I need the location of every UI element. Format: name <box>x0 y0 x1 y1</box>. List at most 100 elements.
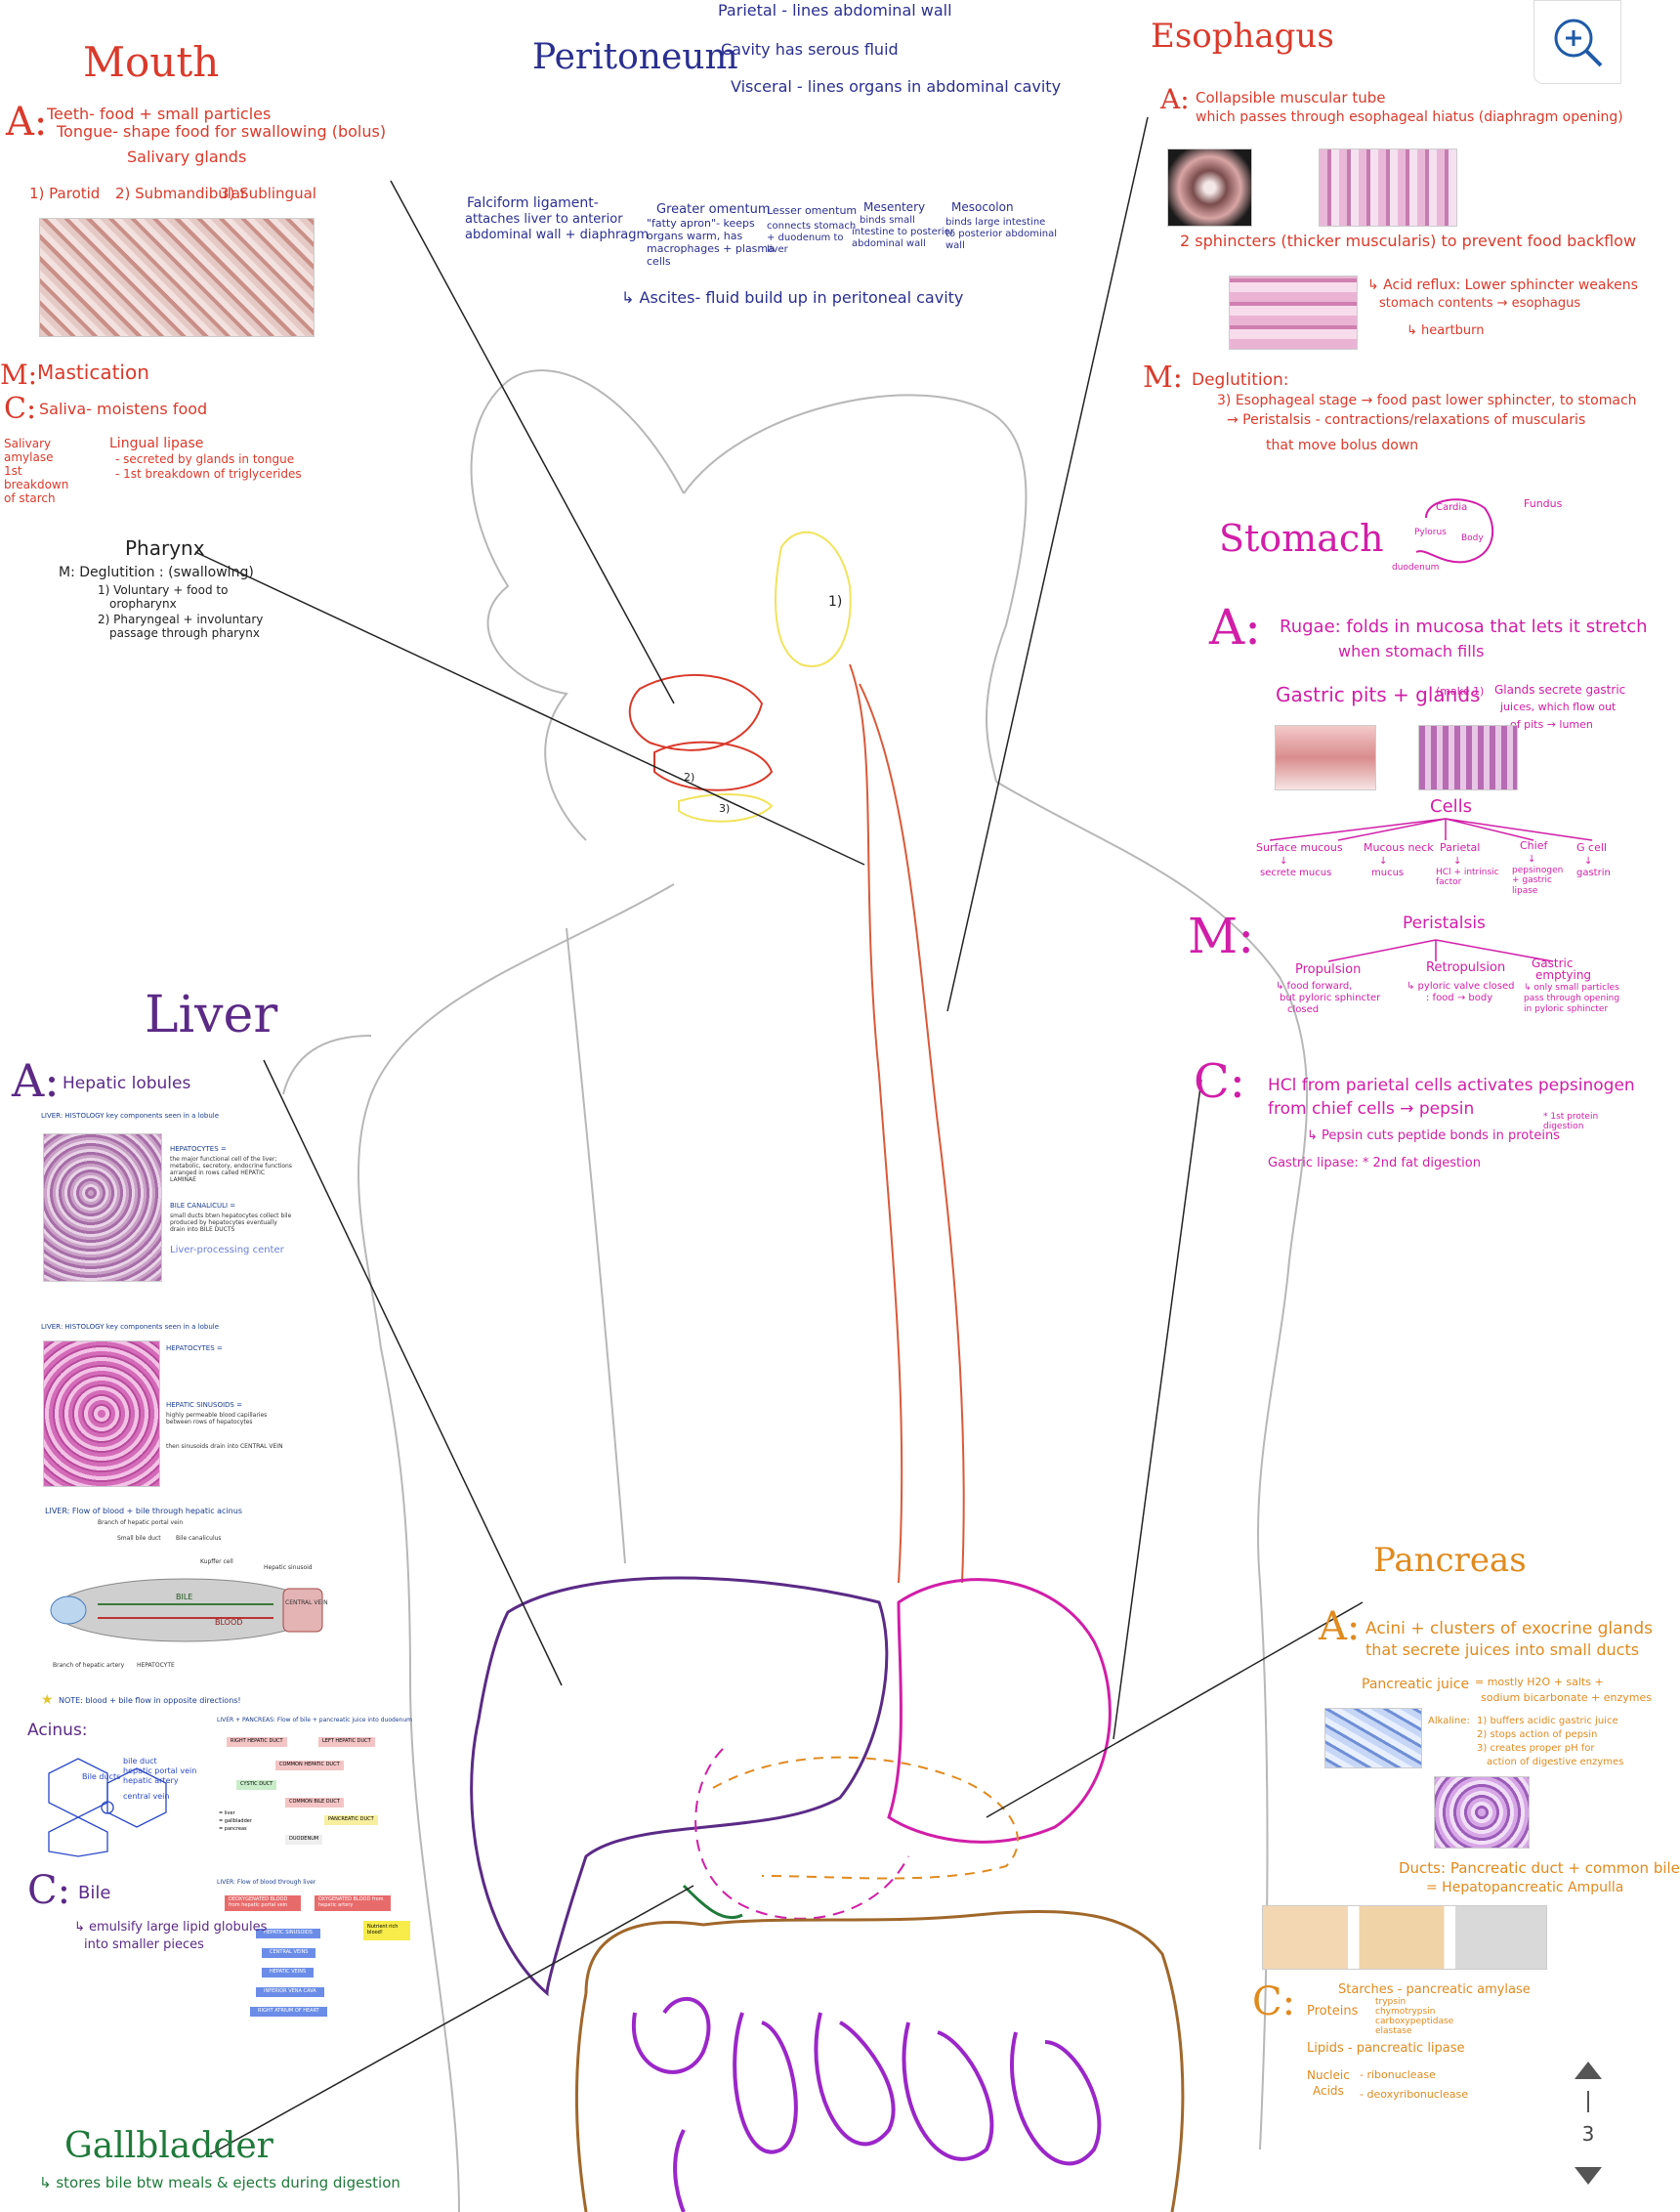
mesocolon-d1: binds large intestine <box>945 217 1046 228</box>
acinus-label: Branch of hepatic artery <box>53 1662 125 1669</box>
stomach-c-line1: HCl from parietal cells activates pepsin… <box>1268 1076 1635 1095</box>
pancreas-duct-histology-image <box>1324 1708 1422 1768</box>
esophagus-a-line1: Collapsible muscular tube <box>1196 89 1386 106</box>
page-navigator: 3 <box>1563 2052 1621 2198</box>
gastric-emptying-title: Gastric <box>1532 957 1574 970</box>
acinus-label: Kupffer cell <box>200 1558 233 1565</box>
mesocolon-d3: wall <box>945 240 965 251</box>
pharynx-title: Pharynx <box>125 536 205 560</box>
gastric-glands-2: juices, which flow out <box>1500 701 1617 713</box>
bile-canaliculi-label: BILE CANALICULI = <box>170 1202 236 1210</box>
cell-name: Chief <box>1520 839 1548 852</box>
esophagus-cross-section-image <box>1167 149 1252 227</box>
anatomy-drawing <box>194 116 1364 2212</box>
stomach-c-line2: from chief cells → pepsin <box>1268 1099 1475 1119</box>
zoom-button[interactable] <box>1533 0 1621 84</box>
page-down-icon[interactable] <box>1575 2167 1602 2185</box>
large-intestine-left <box>575 1992 588 2212</box>
page-separator <box>1587 2091 1589 2112</box>
cell-arrow: ↓ <box>1280 856 1288 867</box>
blood-flow-box: RIGHT ATRIUM OF HEART <box>250 2007 327 2017</box>
gland-sublingual: 3) Sublingual <box>220 185 316 202</box>
acinus-sketch-label: bile duct <box>123 1757 157 1765</box>
flow-legend: = gallbladder <box>219 1818 252 1824</box>
esophageal-sphincter-image <box>1229 276 1358 350</box>
blood-flow-box: HEPATIC VEINS <box>262 1968 315 1978</box>
hepatocytes-label-2: HEPATOCYTES = <box>166 1344 223 1352</box>
stomach-cells-title: Cells <box>1430 796 1473 817</box>
gastric-glands-3: of pits → lumen <box>1510 718 1593 731</box>
lipids-text: Lipids - pancreatic lipase <box>1307 2041 1465 2056</box>
cell-arrow: ↓ <box>1584 856 1593 867</box>
mesocolon-title: Mesocolon <box>951 200 1014 214</box>
mouth-c-label: C: <box>4 392 37 426</box>
greater-omentum-d2: organs warm, has <box>647 230 743 242</box>
flow-box: COMMON BILE DUCT <box>285 1798 344 1808</box>
falciform-desc1: attaches liver to anterior <box>465 212 623 227</box>
ascites-text: ↳ Ascites- fluid build up in peritoneal … <box>621 288 964 307</box>
acids-label: Acids <box>1313 2084 1344 2098</box>
mouth-a-line1: Teeth- food + small particles <box>47 105 272 123</box>
cell-name: G cell <box>1576 841 1607 854</box>
flow-box: LEFT HEPATIC DUCT <box>318 1737 375 1747</box>
star-icon: ★ <box>41 1692 54 1708</box>
stomach-rugae-1: Rugae: folds in mucosa that lets it stre… <box>1280 617 1648 637</box>
panel-header: LIVER: HISTOLOGY key components seen in … <box>41 1323 220 1331</box>
page-up-icon[interactable] <box>1575 2062 1602 2079</box>
gallbladder-shape <box>682 1884 743 1920</box>
liver-panel-bile-flow: LIVER + PANCREAS: Flow of bile + pancrea… <box>217 1717 412 1854</box>
liver-c-text: Bile <box>78 1883 111 1903</box>
sinusoids-label: HEPATIC SINUSOIDS = <box>166 1401 242 1409</box>
cell-function: HCl + intrinsic factor <box>1436 868 1499 888</box>
bile-function-1: ↳ emulsify large lipid globules <box>74 1920 268 1935</box>
acinus-flow-note: NOTE: blood + bile flow in opposite dire… <box>59 1696 241 1705</box>
acinus-label-blood: BLOOD <box>215 1618 243 1627</box>
nucleic-enzyme: - ribonuclease <box>1360 2068 1436 2081</box>
stomach-label-body: Body <box>1461 533 1484 543</box>
lesser-omentum-title: Lesser omentum <box>767 204 858 217</box>
bile-function-2: into smaller pieces <box>84 1937 204 1952</box>
bile-canaliculi-desc: small ducts btwn hepatocytes collect bil… <box>170 1212 292 1233</box>
cell-name: Parietal <box>1440 841 1481 854</box>
pancreatic-juice-d2: sodium bicarbonate + enzymes <box>1481 1691 1652 1704</box>
liver-panel-acinus-flow: LIVER: Flow of blood + bile through hepa… <box>39 1507 332 1712</box>
pancreas-a-label: A: <box>1319 1604 1361 1649</box>
acid-reflux-1: ↳ Acid reflux: Lower sphincter weakens <box>1367 277 1638 293</box>
cell-function: mucus <box>1371 868 1405 878</box>
esophagus-m-line2: → Peristalsis - contractions/relaxations… <box>1227 412 1586 428</box>
hepatocytes-label: HEPATOCYTES = <box>170 1145 227 1153</box>
pharynx-step2b: passage through pharynx <box>109 626 260 640</box>
cell-arrow: ↓ <box>1453 856 1462 867</box>
liver-processing-note: Liver-processing center <box>170 1245 284 1255</box>
flow-box: DUODENUM <box>285 1835 323 1845</box>
protein-enzyme: carboxypeptidase <box>1375 2017 1454 2026</box>
pancreas-a-line1: Acini + clusters of exocrine glands <box>1365 1619 1653 1638</box>
cell-name: Mucous neck <box>1364 841 1434 854</box>
mouth-title: Mouth <box>83 38 220 86</box>
acinus-label-central-vein: CENTRAL VEIN <box>285 1599 328 1606</box>
cell-arrow: ↓ <box>1528 854 1536 865</box>
mouth-c-text: Saliva- moistens food <box>39 400 208 418</box>
acinus-sketch-label: hepatic portal vein <box>123 1766 197 1775</box>
gastric-emptying-d2: pass through opening <box>1524 994 1620 1003</box>
liver-panel-lobule-2: LIVER: HISTOLOGY key components seen in … <box>39 1323 293 1489</box>
stomach-c-line4: Gastric lipase: * 2nd fat digestion <box>1268 1156 1481 1170</box>
esophagus-shape-2 <box>859 683 965 1584</box>
stomach-c-label: C: <box>1194 1054 1245 1109</box>
pancreas-ducts-2: = Hepatopancreatic Ampulla <box>1426 1880 1624 1895</box>
falciform-desc2: abdominal wall + diaphragm <box>465 228 650 242</box>
proteins-label: Proteins <box>1307 2004 1359 2019</box>
pancreas-acini-histology-image <box>1434 1776 1530 1849</box>
body-label-3: 3) <box>719 802 731 815</box>
gastric-emptying-d1: ↳ only small particles <box>1524 983 1619 993</box>
pancreatic-juice-d1: = mostly H2O + salts + <box>1475 1676 1604 1688</box>
cell-arrow: ↓ <box>1379 856 1388 867</box>
lesser-omentum-d3: liver <box>767 244 788 255</box>
greater-omentum-d1: "fatty apron"- keeps <box>647 217 755 230</box>
stomach-label-pylorus: Pylorus <box>1414 528 1447 537</box>
lesser-omentum-d1: connects stomach <box>767 221 857 232</box>
stomach-label-fundus: Fundus <box>1524 497 1563 510</box>
alkaline-3: 3) creates proper pH for <box>1477 1743 1595 1754</box>
liver-title: Liver <box>145 986 278 1044</box>
